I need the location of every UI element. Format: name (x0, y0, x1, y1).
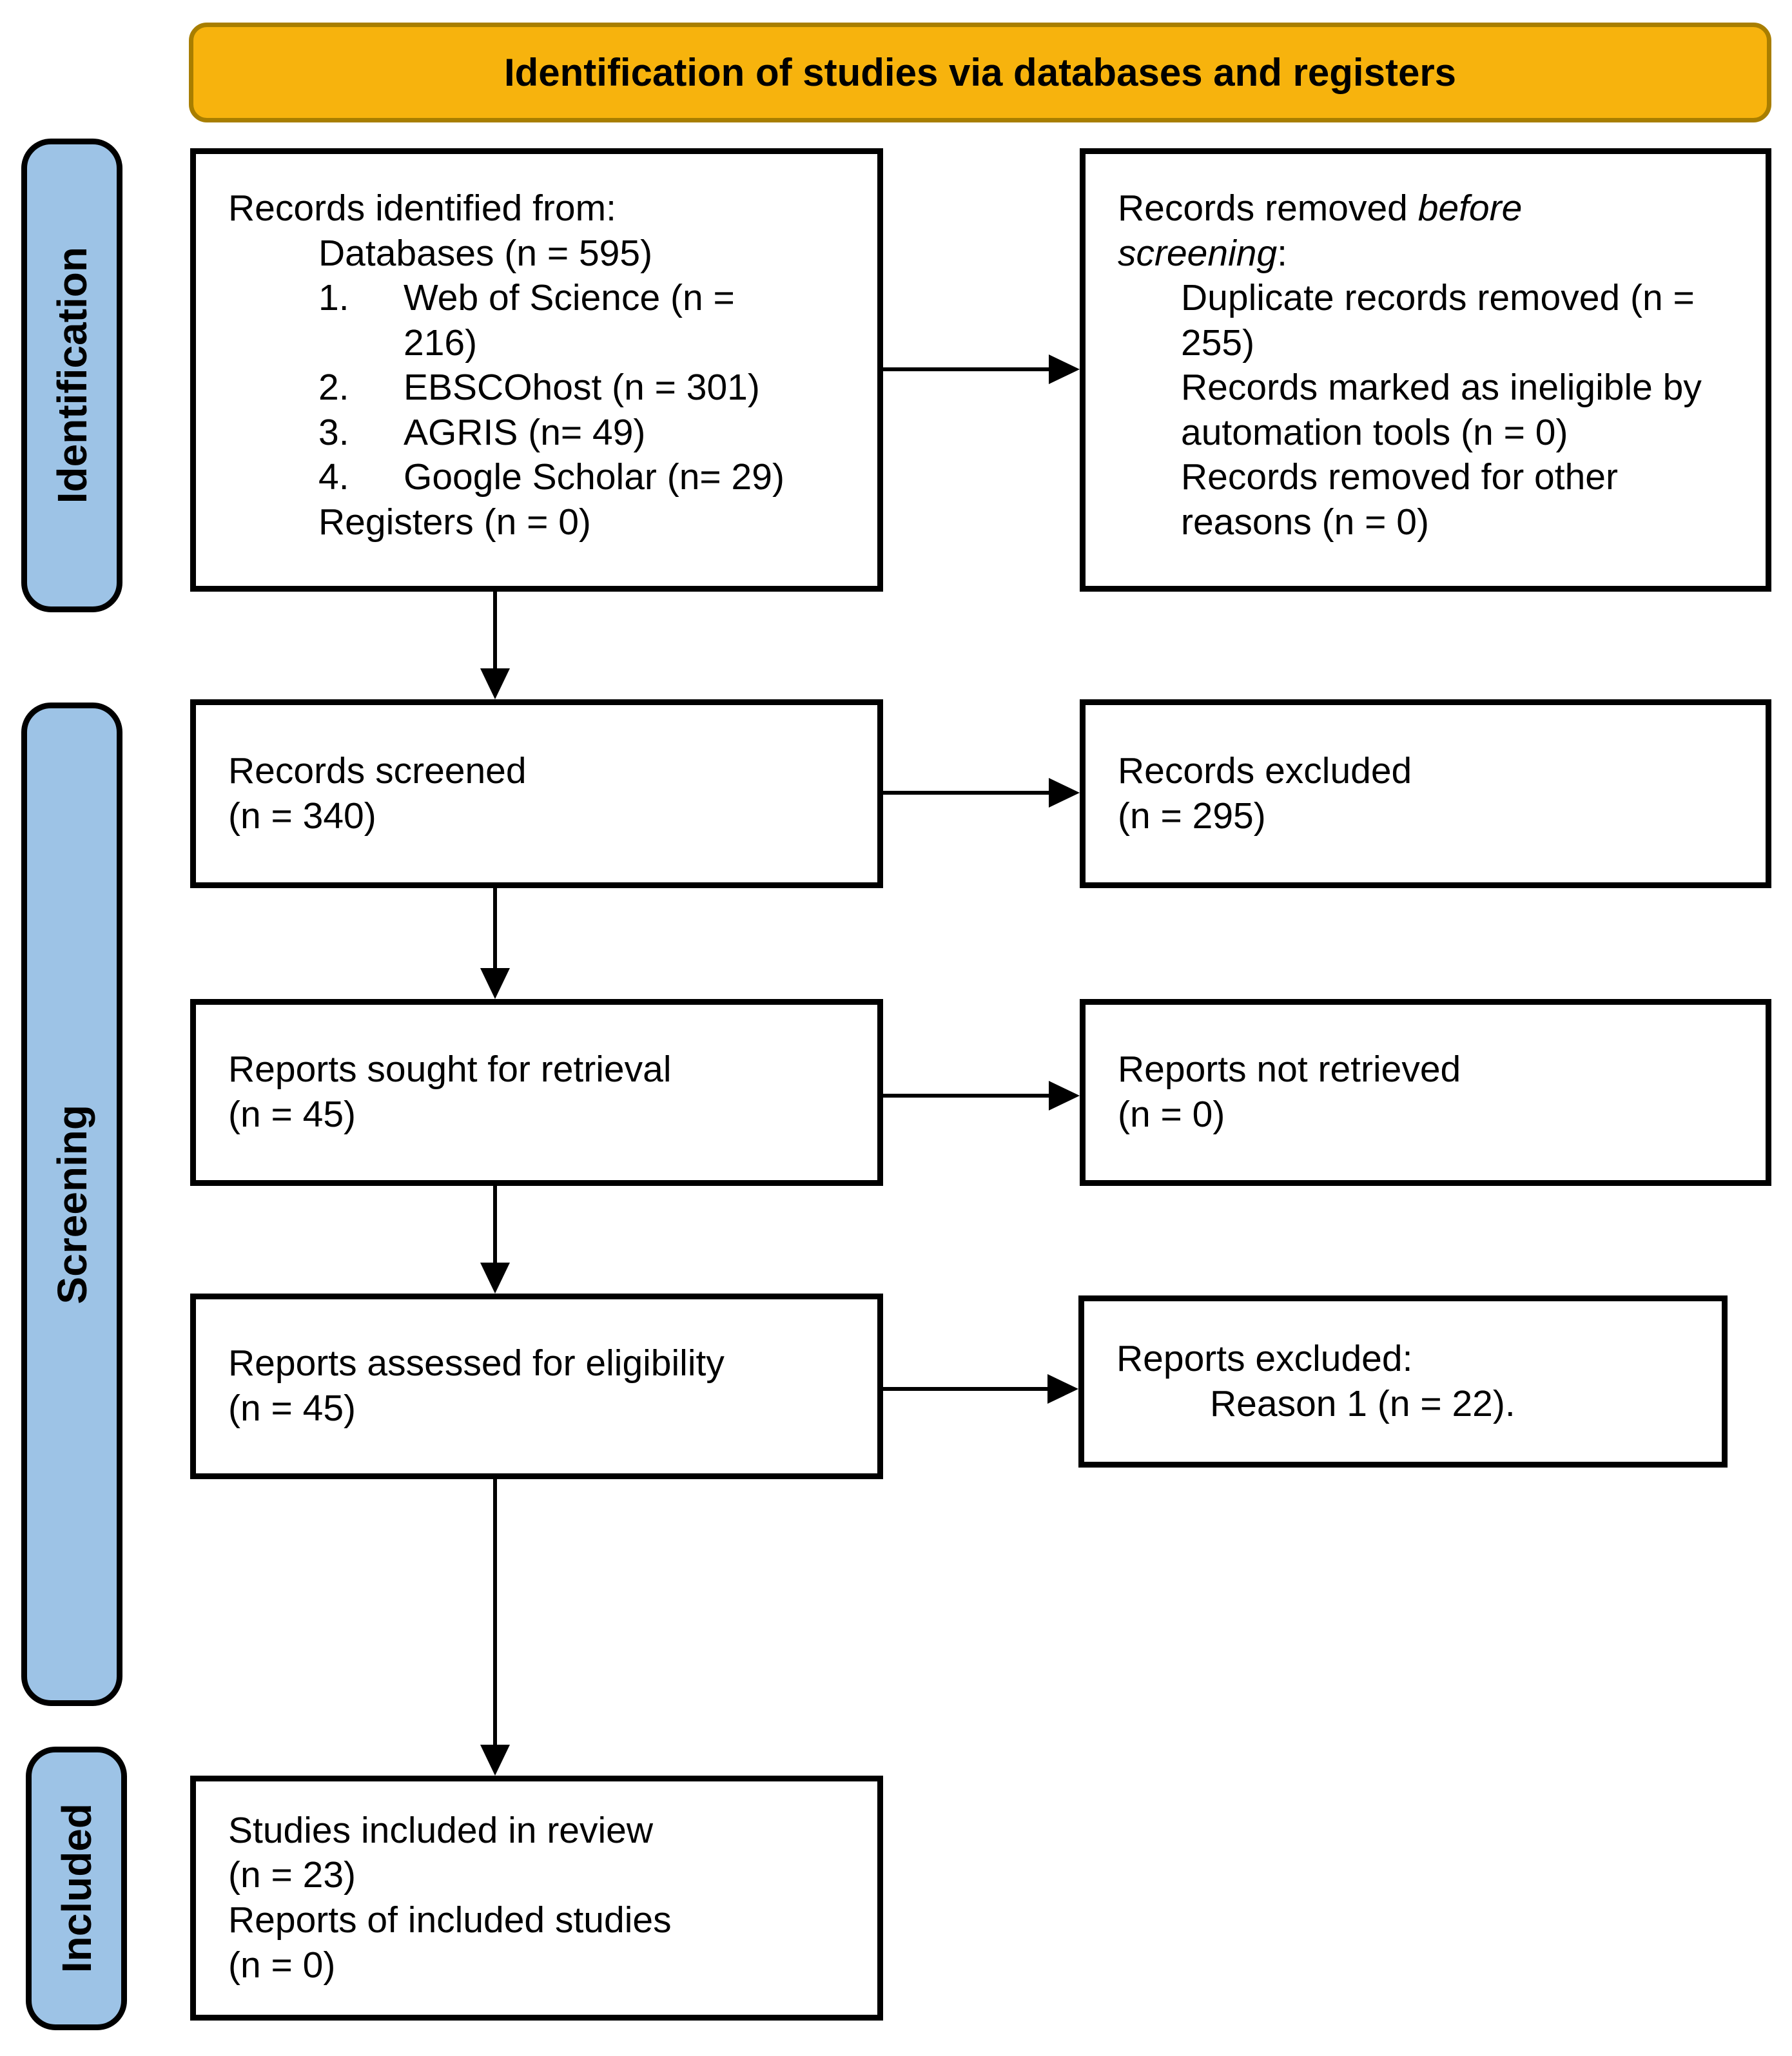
arrow-identified-to-removed (883, 354, 1080, 384)
records-screened-label: Records screened (228, 750, 527, 791)
arrow-shaft (493, 592, 497, 672)
arrow-assessed-to-included (480, 1479, 510, 1776)
arrow-head-icon (1049, 354, 1080, 384)
banner-title: Identification of studies via databases … (503, 51, 1457, 94)
reports-of-included-count: (n = 0) (228, 1944, 336, 1986)
records-removed-item: Records marked as ineligible by automati… (1181, 367, 1702, 453)
arrow-head-icon (1049, 778, 1080, 808)
arrow-screened-to-excluded (883, 778, 1080, 808)
records-identified-registers: Registers (n = 0) (318, 501, 591, 543)
stage-label-identification-text: Identification (48, 247, 95, 504)
box-records-screened: Records screened (n = 340) (190, 699, 883, 888)
stage-label-included-text: Included (53, 1803, 100, 1974)
reports-excluded-reason: Reason 1 (n = 22). (1210, 1382, 1515, 1424)
arrow-head-icon (1049, 1081, 1080, 1110)
stage-label-identification: Identification (21, 139, 122, 612)
database-list-item: 4. Google Scholar (n= 29) (318, 456, 784, 498)
records-excluded-count: (n = 295) (1118, 795, 1266, 837)
studies-included-count: (n = 23) (228, 1854, 356, 1896)
stage-label-screening: Screening (21, 703, 122, 1706)
database-list-item: 3. AGRIS (n= 49) (318, 411, 646, 453)
database-list-item: 2. EBSCOhost (n = 301) (318, 367, 760, 409)
records-removed-intro: Records removed before screening: (1118, 188, 1523, 274)
box-reports-sought: Reports sought for retrieval (n = 45) (190, 999, 883, 1186)
records-removed-item: Records removed for other reasons (n = 0… (1181, 456, 1618, 543)
arrow-shaft (493, 1186, 497, 1266)
reports-sought-count: (n = 45) (228, 1094, 356, 1135)
stage-label-screening-text: Screening (48, 1104, 95, 1304)
stage-label-included: Included (26, 1747, 127, 2030)
arrow-shaft (493, 1479, 497, 1749)
arrow-head-icon (480, 1263, 510, 1294)
box-reports-excluded: Reports excluded: Reason 1 (n = 22). (1078, 1295, 1728, 1468)
arrow-shaft (883, 1094, 1053, 1098)
box-reports-assessed: Reports assessed for eligibility (n = 45… (190, 1294, 883, 1479)
reports-excluded-label: Reports excluded: (1116, 1337, 1413, 1379)
arrow-sought-to-assessed (480, 1186, 510, 1294)
studies-included-label: Studies included in review (228, 1809, 654, 1851)
records-screened-count: (n = 340) (228, 795, 376, 837)
box-records-identified: Records identified from: Databases (n = … (190, 148, 883, 592)
arrow-identified-to-screened (480, 592, 510, 699)
arrow-head-icon (1047, 1374, 1078, 1404)
arrow-head-icon (480, 968, 510, 999)
records-removed-items: Duplicate records removed (n = 255) Reco… (1181, 276, 1741, 545)
box-reports-not-retrieved: Reports not retrieved (n = 0) (1080, 999, 1771, 1186)
arrow-shaft (493, 888, 497, 972)
reports-not-retrieved-count: (n = 0) (1118, 1094, 1225, 1135)
reports-of-included-label: Reports of included studies (228, 1899, 672, 1941)
records-identified-intro: Records identified from: (228, 188, 616, 229)
database-list-item: 1. Web of Science (n = 216) (318, 277, 735, 364)
arrow-shaft (883, 791, 1053, 795)
box-records-excluded: Records excluded (n = 295) (1080, 699, 1771, 888)
records-removed-item: Duplicate records removed (n = 255) (1181, 277, 1695, 364)
arrow-sought-to-not-retrieved (883, 1081, 1080, 1110)
reports-assessed-label: Reports assessed for eligibility (228, 1343, 725, 1384)
box-studies-included: Studies included in review (n = 23) Repo… (190, 1776, 883, 2021)
records-identified-databases: Databases (n = 595) (318, 232, 653, 274)
banner: Identification of studies via databases … (189, 23, 1771, 122)
arrow-assessed-to-reports-excluded (883, 1374, 1078, 1404)
arrow-head-icon (480, 668, 510, 699)
arrow-shaft (883, 367, 1053, 371)
box-records-removed-before-screening: Records removed before screening: Duplic… (1080, 148, 1771, 592)
reports-assessed-count: (n = 45) (228, 1388, 356, 1429)
records-removed-intro-italic: before screening (1118, 188, 1523, 274)
reports-sought-label: Reports sought for retrieval (228, 1049, 672, 1091)
arrow-head-icon (480, 1745, 510, 1776)
arrow-shaft (883, 1387, 1051, 1391)
reports-not-retrieved-label: Reports not retrieved (1118, 1049, 1461, 1091)
records-excluded-label: Records excluded (1118, 750, 1412, 791)
arrow-screened-to-sought (480, 888, 510, 999)
